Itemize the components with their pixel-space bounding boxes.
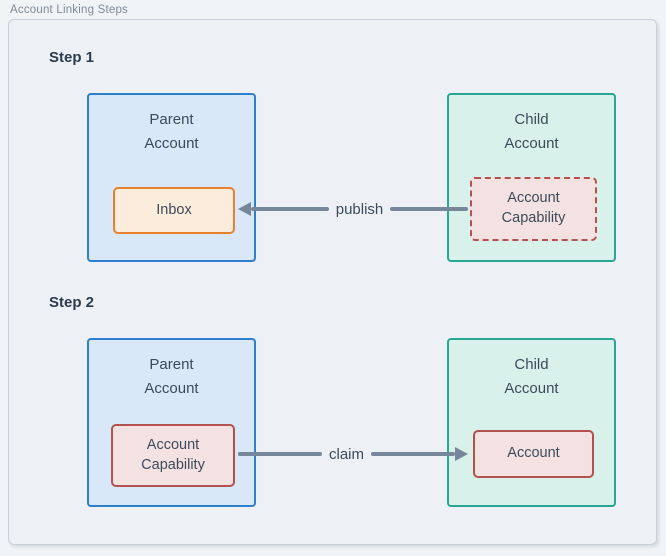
step2-child-account-title: Child Account xyxy=(504,356,559,397)
step1-child-account-title: Child Account xyxy=(504,111,559,152)
step-2-heading: Step 2 xyxy=(49,294,95,311)
step1-parent-account-title: Parent Account xyxy=(144,111,199,152)
claim-arrow-label: claim xyxy=(329,445,365,463)
step2-account-capability-node: Account Capability xyxy=(111,424,235,487)
publish-arrow-label: publish xyxy=(335,200,384,218)
claim-arrow: claim xyxy=(238,444,469,464)
arrow-line xyxy=(390,207,469,211)
step1-account-capability-node: Account Capability xyxy=(470,177,597,241)
arrow-line xyxy=(238,452,322,456)
diagram-caption: Account Linking Steps xyxy=(10,4,128,16)
step1-inbox-node: Inbox xyxy=(113,187,235,234)
step2-parent-account-box: Parent Account Account Capability xyxy=(87,338,256,507)
arrowhead-right-icon xyxy=(455,447,469,461)
step2-account-node: Account xyxy=(473,430,594,478)
step1-parent-account-box: Parent Account Inbox xyxy=(87,93,256,262)
diagram-panel: Step 1 Parent Account Inbox Child Accoun… xyxy=(8,19,657,545)
step-1-heading: Step 1 xyxy=(49,49,95,66)
step2-child-account-box: Child Account Account xyxy=(447,338,616,507)
step2-parent-account-title: Parent Account xyxy=(144,356,199,397)
step1-child-account-box: Child Account Account Capability xyxy=(447,93,616,262)
publish-arrow: publish xyxy=(238,199,469,219)
arrow-line xyxy=(371,452,456,456)
arrowhead-left-icon xyxy=(238,202,251,216)
arrow-line xyxy=(251,207,329,211)
